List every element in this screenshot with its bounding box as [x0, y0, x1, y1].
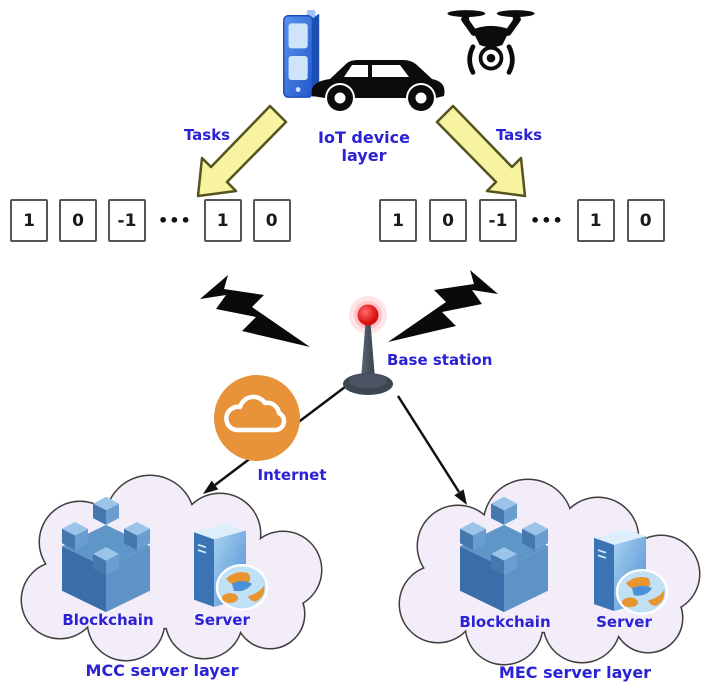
bit-box: 0: [429, 199, 467, 242]
mec-server-label: Server: [596, 613, 652, 631]
globe-icon: [215, 564, 269, 611]
red-beacon: [357, 304, 379, 326]
bit-box: 1: [203, 199, 242, 242]
ellipsis-dots: •••: [158, 211, 192, 230]
task-arrow-right-icon: [435, 104, 527, 198]
task-arrow-left-icon: [196, 104, 288, 198]
mcc-server-label: Server: [194, 611, 250, 629]
mec-blockchain-label: Blockchain: [459, 613, 551, 631]
task-sequence-left: 1 0 -1 ••• 1 0: [10, 199, 291, 242]
bit-box: 0: [626, 199, 665, 242]
internet-cloud-icon: [214, 375, 300, 461]
bit-box: 1: [10, 199, 48, 242]
bit-box: 0: [252, 199, 291, 242]
internet-label: Internet: [257, 466, 327, 484]
globe-icon: [615, 569, 669, 615]
tasks-right-label: Tasks: [495, 126, 543, 144]
bit-box: 1: [379, 199, 417, 242]
task-sequence-right: 1 0 -1 ••• 1 0: [379, 199, 665, 242]
bit-box: -1: [479, 199, 517, 242]
mobile-phone-icon: [283, 10, 320, 98]
drone-icon: [447, 10, 535, 75]
lightning-bolt-right-icon: [388, 270, 498, 342]
mcc-layer-label: MCC server layer: [85, 661, 239, 680]
base-station-label: Base station: [387, 351, 493, 369]
base-station-antenna-icon: [343, 296, 393, 395]
lightning-bolt-left-icon: [200, 275, 310, 347]
bit-box: 0: [59, 199, 97, 242]
car-icon: [311, 60, 445, 111]
bit-box: 1: [576, 199, 615, 242]
ellipsis-dots: •••: [530, 211, 564, 230]
mcc-blockchain-icon: [62, 496, 150, 613]
arrow-basestation-to-mec: [396, 395, 467, 505]
bit-box: -1: [108, 199, 146, 242]
mcc-server-icon: [194, 523, 269, 611]
mcc-blockchain-label: Blockchain: [62, 611, 154, 629]
mec-blockchain-icon: [460, 496, 548, 613]
mec-server-icon: [594, 529, 669, 615]
tasks-left-label: Tasks: [183, 126, 231, 144]
mec-layer-label: MEC server layer: [498, 663, 652, 682]
iot-device-layer-label: IoT device layer: [318, 128, 410, 165]
